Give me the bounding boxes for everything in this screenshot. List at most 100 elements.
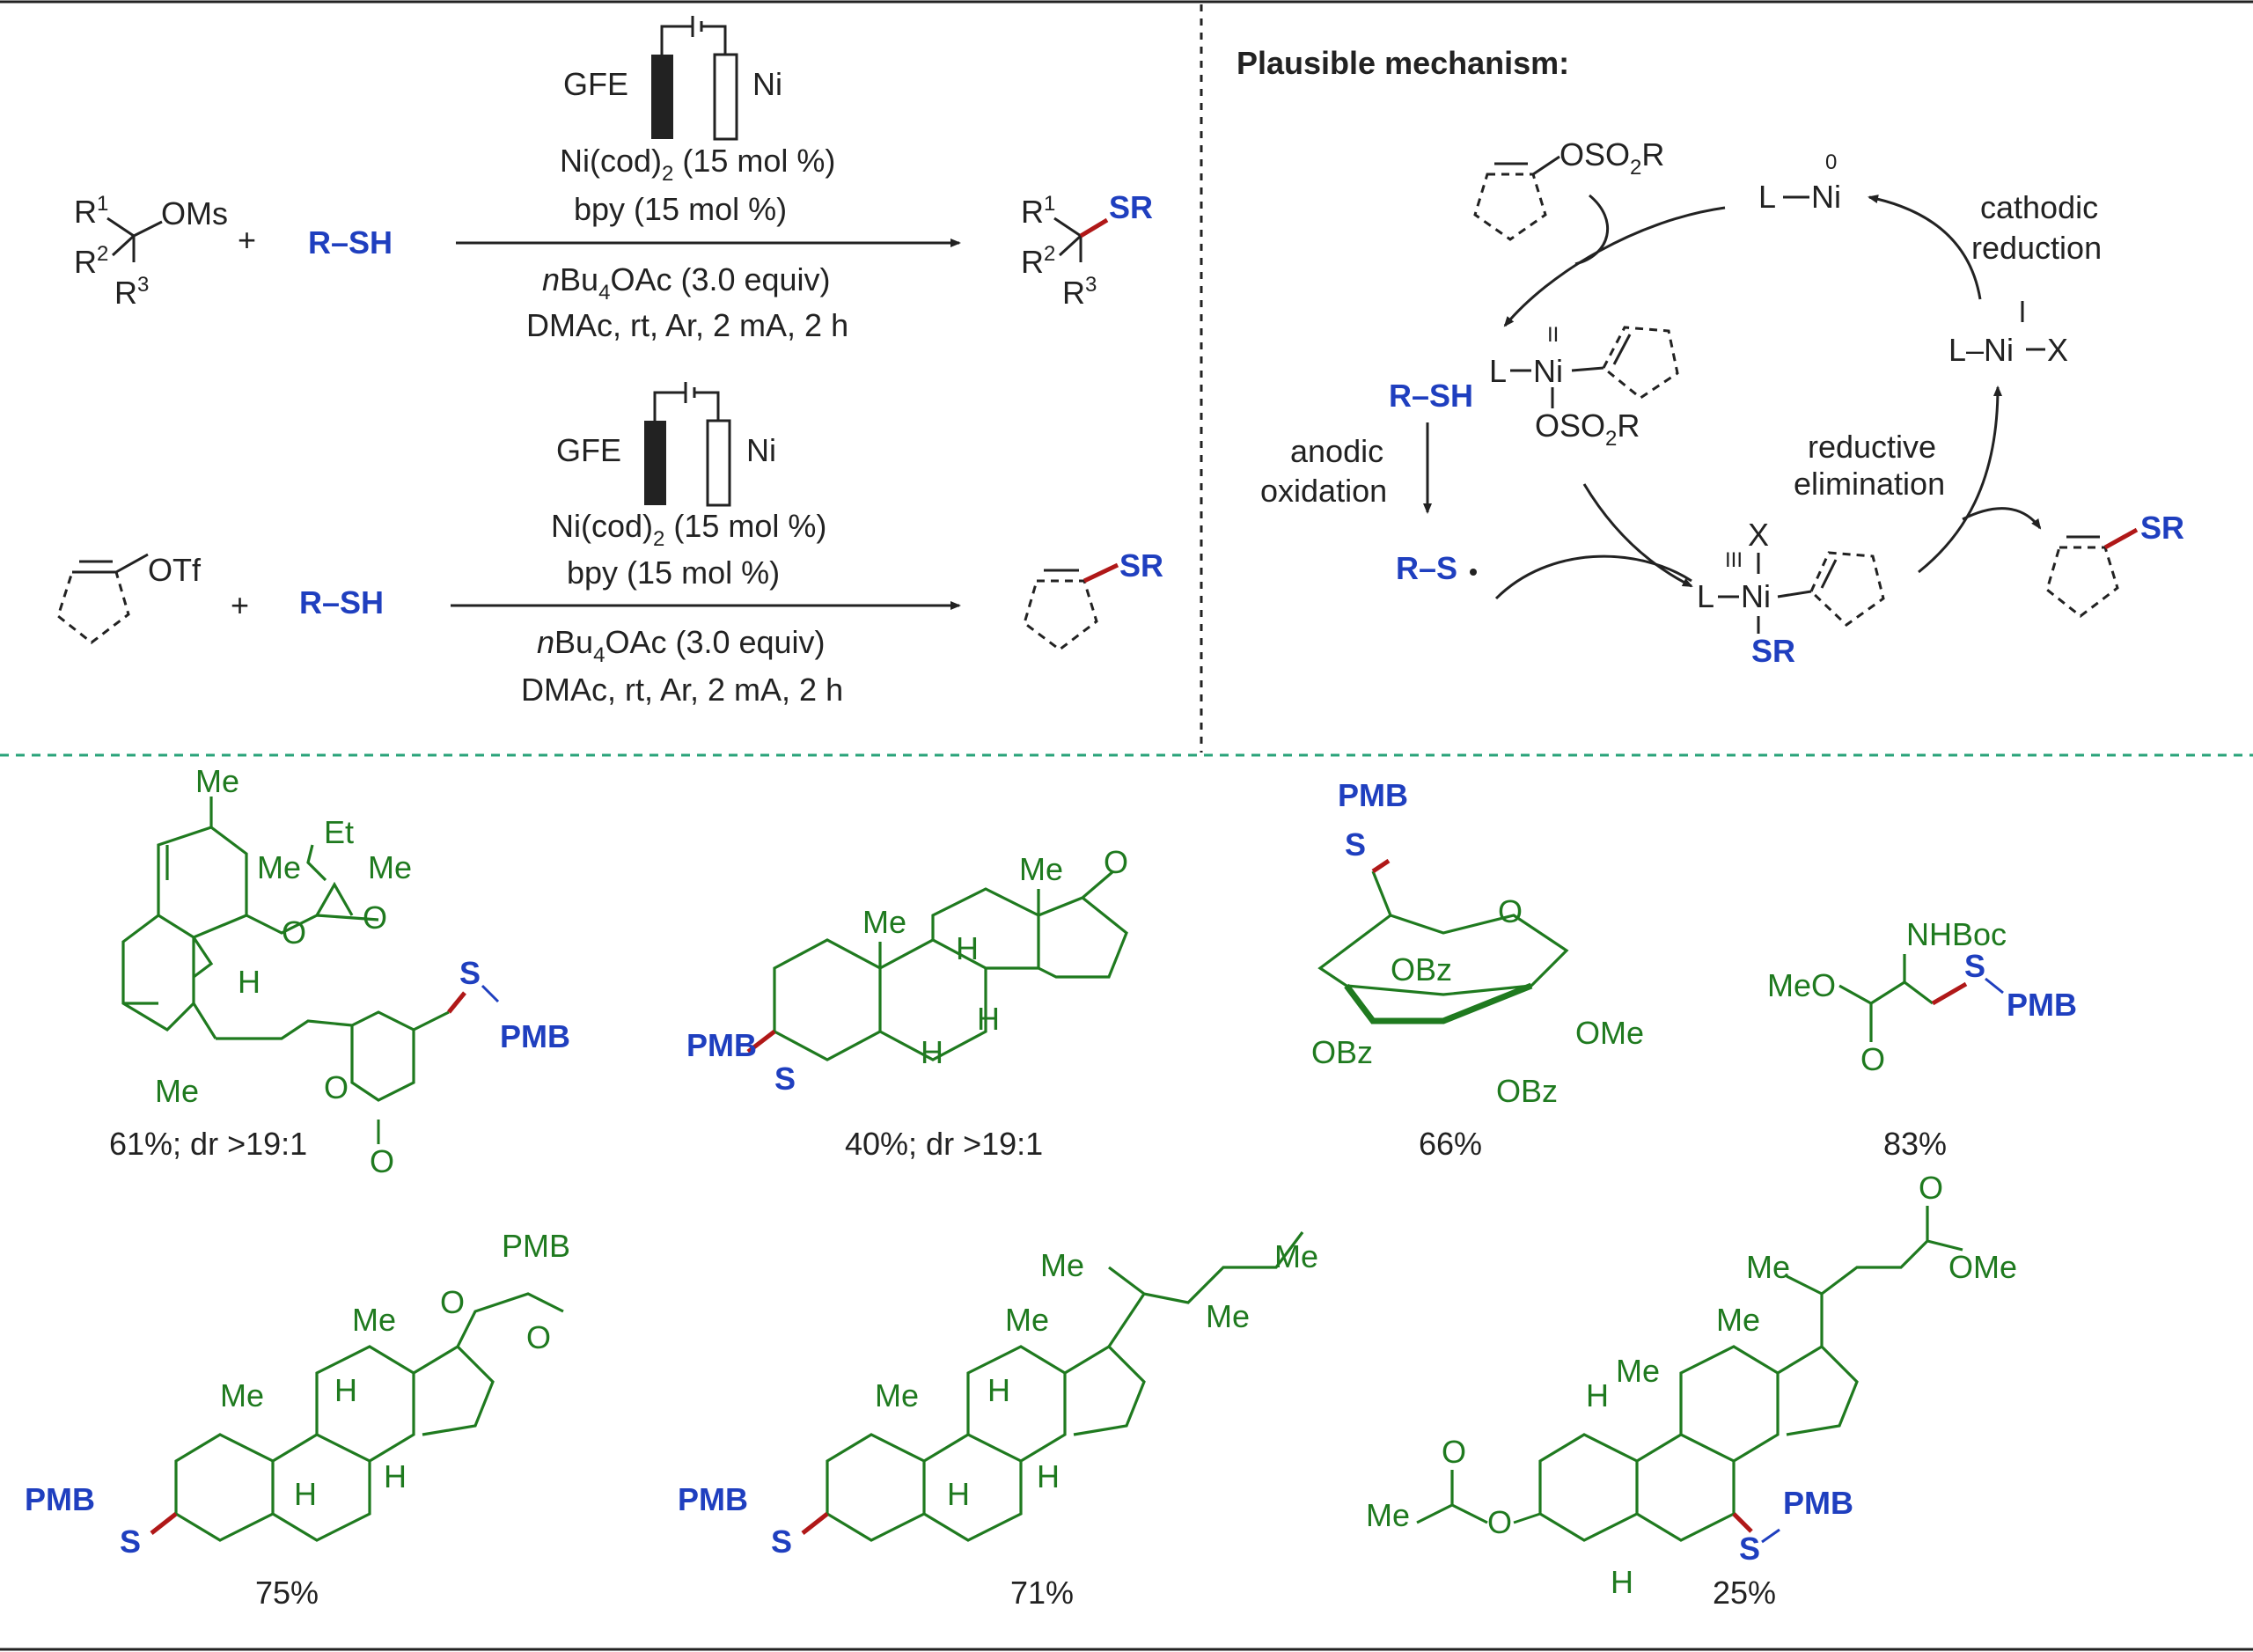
svg-text:Ni: Ni	[1741, 578, 1771, 614]
ni-electrode	[713, 53, 738, 141]
svg-text:S: S	[771, 1524, 792, 1560]
gfe-electrode	[651, 55, 673, 139]
electrode-cell-2: GFE Ni	[556, 382, 776, 507]
electrode-label-ni: Ni	[752, 66, 782, 102]
svg-text:O: O	[324, 1069, 349, 1105]
svg-text:H: H	[294, 1476, 317, 1512]
svg-text:R1: R1	[1021, 192, 1055, 230]
svg-text:+: +	[231, 587, 249, 623]
vinyl-sulfonate: OSO2R	[1473, 136, 1664, 241]
thiol-reagent-2: R–SH	[299, 584, 384, 620]
svg-text:OBz: OBz	[1311, 1034, 1373, 1070]
svg-text:O: O	[1442, 1434, 1466, 1470]
substrate-1: R1 R2 R3 OMs	[74, 192, 228, 311]
svg-text:R2: R2	[74, 242, 108, 280]
svg-text:H: H	[1611, 1564, 1633, 1600]
reaction-2: GFE Ni Ni(cod)2 (15 mol %) bpy (15 mol %…	[56, 382, 1163, 708]
transmetalation-arrow	[1582, 483, 1693, 588]
svg-text:PMB: PMB	[502, 1228, 570, 1264]
svg-text:nBu4OAc (3.0 equiv): nBu4OAc (3.0 equiv)	[537, 624, 826, 667]
svg-text:O: O	[1104, 844, 1128, 880]
p2-yield: 40%; dr >19:1	[845, 1126, 1043, 1162]
electrode-cell-1: GFE Ni	[563, 16, 782, 141]
svg-text:H: H	[987, 1372, 1010, 1408]
svg-text:Me: Me	[220, 1377, 264, 1413]
svg-text:H: H	[921, 1034, 943, 1070]
svg-text:MeO: MeO	[1767, 967, 1836, 1003]
svg-text:Me: Me	[368, 849, 412, 885]
niII-complex: L Ni II OSO2R	[1489, 323, 1679, 451]
svg-text:S: S	[1345, 826, 1366, 863]
svg-text:X: X	[1748, 517, 1769, 553]
svg-text:PMB: PMB	[25, 1481, 95, 1517]
svg-text:bpy (15 mol %): bpy (15 mol %)	[567, 554, 780, 591]
svg-text:O: O	[1919, 1170, 1943, 1206]
svg-text:Me: Me	[1040, 1247, 1084, 1283]
svg-text:Me: Me	[1366, 1497, 1410, 1533]
thiyl-radical: R–S	[1396, 550, 1457, 586]
mechanism-panel: Plausible mechanism: OSO2R L Ni 0 cathod…	[1237, 45, 2184, 669]
oxidative-addition-arrow	[1503, 206, 1726, 327]
svg-text:Me: Me	[352, 1302, 396, 1338]
svg-text:reductive: reductive	[1808, 429, 1936, 465]
p1-yield: 61%; dr >19:1	[109, 1126, 307, 1162]
product-p2: Me O Me H H H PMB S 40%; dr >19:1	[686, 844, 1128, 1162]
electrode-label-gfe-2: GFE	[556, 432, 621, 468]
svg-text:R2: R2	[1021, 242, 1055, 280]
svg-text:SR: SR	[1751, 633, 1795, 669]
power-supply-wire	[660, 16, 727, 55]
svg-text:OSO2R: OSO2R	[1535, 407, 1640, 451]
p6-yield: 71%	[1010, 1575, 1074, 1611]
product-2-vinyl-sulfide: SR	[1023, 547, 1163, 651]
svg-text:Ni: Ni	[1811, 179, 1841, 215]
svg-text:elimination: elimination	[1794, 466, 1945, 502]
reaction-1: GFE Ni Ni(cod)2 (15 mol %) bpy (15 mol %…	[74, 16, 1153, 343]
svg-text:Ni: Ni	[1533, 353, 1563, 389]
svg-text:L: L	[1758, 179, 1776, 215]
svg-text:III: III	[1725, 548, 1743, 572]
product-p6: Me Me Me Me Me H H H PMB S 71%	[678, 1231, 1318, 1611]
product-p4: NHBoc MeO O S PMB 83%	[1767, 916, 2077, 1162]
svg-text:Me: Me	[1716, 1302, 1760, 1338]
svg-text:O: O	[1860, 1041, 1885, 1077]
substrate-2-cyclopentenyl-triflate: OTf	[56, 552, 202, 644]
svg-text:H: H	[1037, 1458, 1060, 1494]
svg-text:Me: Me	[257, 849, 301, 885]
cathodic-reduction-arrow	[1868, 195, 1982, 300]
mechanism-product: SR	[2045, 510, 2184, 618]
svg-text:Me: Me	[1274, 1238, 1318, 1274]
svg-text:II: II	[1547, 323, 1559, 347]
svg-text:H: H	[977, 1001, 1000, 1037]
svg-text:OMe: OMe	[1575, 1015, 1644, 1051]
svg-text:Me: Me	[862, 904, 906, 940]
svg-text:reduction: reduction	[1971, 230, 2102, 266]
electrode-label-gfe: GFE	[563, 66, 628, 102]
thiol-reagent-1: R–SH	[308, 224, 393, 261]
svg-text:R1: R1	[74, 192, 108, 230]
svg-text:DMAc, rt, Ar, 2 mA, 2 h: DMAc, rt, Ar, 2 mA, 2 h	[521, 672, 843, 708]
svg-text:OMe: OMe	[1948, 1249, 2017, 1285]
svg-text:OTf: OTf	[148, 552, 202, 588]
svg-text:S: S	[1964, 948, 1985, 984]
product-p5: PMB O O Me Me H H H PMB S 75%	[25, 1228, 570, 1611]
svg-text:X: X	[2047, 332, 2068, 368]
oms-label: OMs	[161, 195, 228, 231]
svg-text:PMB: PMB	[500, 1018, 570, 1054]
svg-text:NHBoc: NHBoc	[1906, 916, 2007, 952]
svg-text:H: H	[334, 1372, 357, 1408]
mechanism-title: Plausible mechanism:	[1237, 45, 1569, 81]
svg-text:oxidation: oxidation	[1260, 473, 1387, 509]
svg-text:Me: Me	[1206, 1298, 1250, 1334]
svg-text:S: S	[1739, 1531, 1760, 1567]
product-p1: Me Et Me Me O O H Me O O S PMB 61%; dr >…	[109, 763, 570, 1179]
p5-yield: 75%	[255, 1575, 319, 1611]
p3-yield: 66%	[1419, 1126, 1482, 1162]
svg-text:O: O	[1498, 893, 1523, 929]
svg-text:H: H	[1586, 1377, 1609, 1413]
svg-text:cathodic: cathodic	[1980, 189, 2098, 225]
svg-text:anodic: anodic	[1290, 433, 1383, 469]
cond2: bpy (15 mol %)	[574, 191, 787, 227]
svg-text:L–Ni: L–Ni	[1948, 332, 2014, 368]
svg-text:O: O	[440, 1284, 465, 1320]
